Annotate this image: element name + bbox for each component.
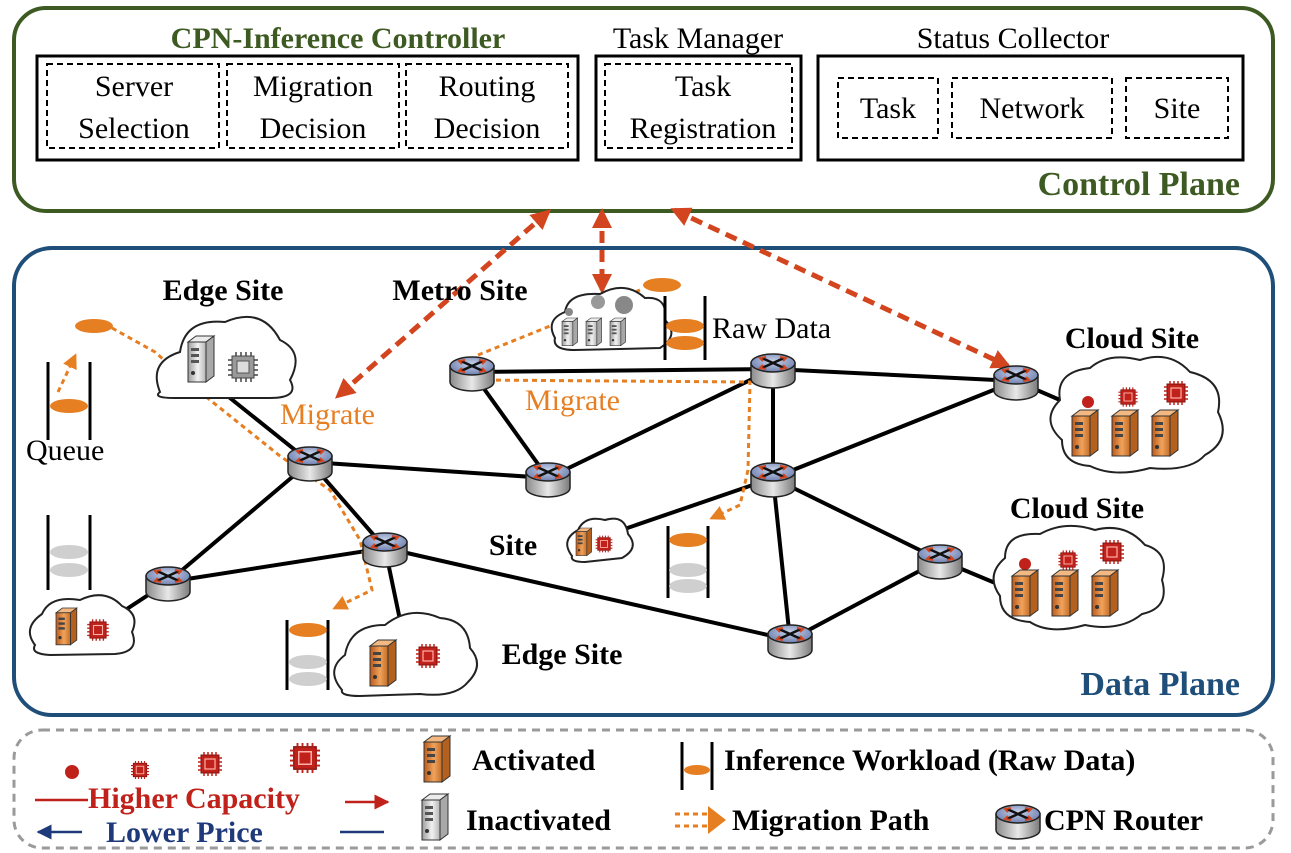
- metro-site: [550, 287, 673, 352]
- router-icon: [749, 461, 797, 499]
- router-icon: [766, 623, 814, 661]
- legend-inference-workload: Inference Workload (Raw Data): [724, 744, 1135, 777]
- router-icon: [749, 352, 797, 390]
- edge-site-left: [28, 594, 136, 657]
- control-data-arrows: [334, 207, 1012, 399]
- status-network: Network: [980, 92, 1085, 125]
- queue-icon: [680, 742, 714, 790]
- controller-title: CPN-Inference Controller: [171, 22, 506, 55]
- legend-inactivated: Inactivated: [466, 804, 611, 837]
- task-registration-line2: Registration: [630, 112, 777, 145]
- legend-cpn-router: CPN Router: [1044, 804, 1203, 837]
- migration-decision-line1: Migration: [253, 70, 373, 103]
- router-icon: [916, 543, 964, 581]
- status-task: Task: [860, 92, 916, 125]
- cloud-site-top-label: Cloud Site: [1065, 322, 1199, 355]
- chip-icon: [197, 751, 223, 777]
- router-icon: [448, 355, 496, 393]
- migration-path-icon: [675, 806, 726, 834]
- queue-icon: [666, 526, 710, 598]
- queue-label: Queue: [26, 434, 104, 467]
- chip-icon: [289, 742, 321, 774]
- task-registration-line1: Task: [675, 70, 731, 103]
- legend: Higher Capacity Lower Price Activated In…: [12, 728, 1275, 850]
- routing-decision-line2: Decision: [434, 112, 541, 145]
- server-selection-line2: Selection: [78, 112, 190, 145]
- router-icon: [286, 445, 334, 483]
- server-icon: [423, 735, 451, 783]
- chip-icon: [227, 351, 259, 383]
- chip-icon: [130, 760, 150, 780]
- metro-site-label: Metro Site: [392, 274, 527, 307]
- router-icon: [361, 531, 409, 569]
- queue-icon: [46, 319, 113, 440]
- server-icon: [421, 793, 449, 841]
- cloud-site-mid-label: Cloud Site: [1010, 492, 1144, 525]
- status-collector-title: Status Collector: [917, 22, 1109, 55]
- migrate-left-label: Migrate: [280, 398, 375, 431]
- cloud-site-top: [1049, 356, 1224, 474]
- router-icon: [524, 461, 572, 499]
- site-small-label: Site: [489, 529, 537, 562]
- queue-icon: [643, 278, 707, 360]
- queue-icon: [46, 515, 92, 590]
- router-icon: [144, 565, 192, 603]
- status-collector-frame: [816, 54, 1245, 162]
- legend-higher-capacity: Higher Capacity: [88, 782, 300, 815]
- migration-decision-line2: Decision: [260, 112, 367, 145]
- site-small: [566, 517, 634, 564]
- migrate-center-label: Migrate: [525, 384, 620, 417]
- legend-migration-path: Migration Path: [732, 804, 930, 837]
- routing-decision-line1: Routing: [439, 70, 536, 103]
- router-icon: [994, 803, 1042, 841]
- legend-lower-price: Lower Price: [106, 816, 263, 849]
- data-plane-label: Data Plane: [1080, 666, 1240, 703]
- queue-icon: [285, 620, 330, 690]
- edge-site-bottom: [333, 611, 478, 698]
- legend-activated: Activated: [472, 744, 596, 777]
- control-plane: Control Plane CPN-Inference Controller S…: [12, 6, 1275, 213]
- router-icon: [992, 364, 1040, 402]
- edge-site-bottom-label: Edge Site: [502, 638, 623, 671]
- raw-data-label: Raw Data: [712, 312, 831, 345]
- control-plane-label: Control Plane: [1038, 166, 1240, 203]
- task-manager-frame: [594, 54, 803, 162]
- controller-frame: [35, 54, 580, 162]
- cloud-site-mid: [992, 524, 1165, 631]
- task-manager-title: Task Manager: [613, 22, 783, 55]
- edge-site-top: [155, 315, 297, 399]
- edge-site-top-label: Edge Site: [163, 274, 284, 307]
- status-site: Site: [1154, 92, 1201, 125]
- server-selection-line1: Server: [95, 70, 173, 103]
